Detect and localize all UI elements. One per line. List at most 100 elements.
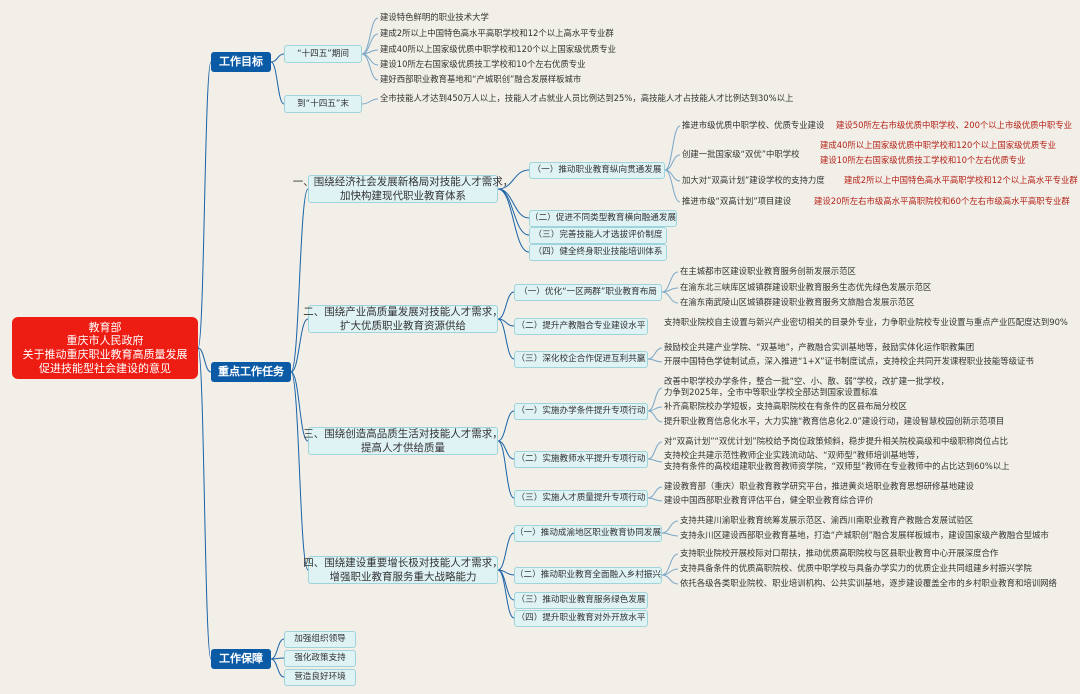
task-2-leaf: 开展中国特色学徒制试点，深入推进“1+X”证书制度试点，支持校企共同开发课程职业… <box>664 356 1034 366</box>
support-item-2: 强化政策支持 <box>284 650 356 667</box>
task-2-title: 二、围绕产业高质量发展对技能人才需求， 扩大优质职业教育资源供给 <box>303 305 503 333</box>
task-3-leaf-line: 改善中职学校办学条件，整合一批“空、小、散、弱”学校，改扩建一批学校， <box>664 376 950 386</box>
goal-item: 建成40所以上国家级优质中职学校和120个以上国家级优质专业 <box>380 44 617 54</box>
task-3-title-line-2: 提高人才供给质量 <box>361 442 445 454</box>
task-3-leaf: 改善中职学校办学条件，整合一批“空、小、散、弱”学校，改扩建一批学校， 力争到2… <box>664 376 949 397</box>
connector <box>497 410 515 442</box>
goal-end: 到“十四五”末 <box>284 95 362 113</box>
connector <box>497 188 530 236</box>
task-4-leaf: 支持职业院校开展校际对口帮扶，推动优质高职院校与区县职业教育中心开展深度合作 <box>680 548 999 558</box>
task-3-sub-3: （三）实施人才质量提升专项行动 <box>514 490 648 507</box>
task-1-target: 建设50所左右市级优质中职学校、200个以上市级优质中职专业 <box>836 120 1073 130</box>
connector <box>197 347 212 373</box>
connector <box>197 61 212 349</box>
connector <box>647 441 663 460</box>
connector <box>661 520 679 534</box>
task-4-sub-3: （三）推动职业教育服务绿色发展 <box>514 592 648 609</box>
root-line-3: 关于推动重庆职业教育高质量发展 <box>22 348 188 361</box>
goal-item: 建设特色鲜明的职业技术大学 <box>380 12 489 22</box>
support-item-1: 加强组织领导 <box>284 631 356 648</box>
connector <box>270 61 285 105</box>
task-4-title-line-1: 四、围绕建设重要增长极对技能人才需求， <box>303 556 503 569</box>
task-1-sub-3: （三）完善技能人才选拔评价制度 <box>529 227 667 244</box>
task-3-title: 三、围绕创造高品质生活对技能人才需求， 提高人才供给质量 <box>303 427 503 455</box>
task-1-target: 建设10所左右国家级优质技工学校和10个左右优质专业 <box>820 155 1026 165</box>
connector <box>647 486 663 499</box>
task-3-title-line-1: 三、围绕创造高品质生活对技能人才需求， <box>303 427 503 440</box>
connector <box>647 458 663 463</box>
connector <box>361 17 379 55</box>
branch-goals: 工作目标 <box>211 52 271 72</box>
connector <box>497 291 515 320</box>
task-3-sub-2: （二）实施教师水平提升专项行动 <box>514 451 648 468</box>
connector <box>497 188 530 219</box>
connector <box>647 347 663 360</box>
support-item-3: 营造良好环境 <box>284 669 356 686</box>
task-1-title: 一、围绕经济社会发展新格局对技能人才需求， 加快构建现代职业教育体系 <box>293 175 513 203</box>
task-4-leaf: 依托各级各类职业院校、职业培训机构、公共实训基地，逐步建设覆盖全市的乡村职业教育… <box>680 578 1057 588</box>
connector <box>290 371 309 442</box>
task-4-sub-1: （一）推动成渝地区职业教育协同发展 <box>514 525 662 542</box>
connector <box>664 154 681 171</box>
task-4-leaf: 支持共建川渝职业教育统筹发展示范区、渝西川南职业教育产教融合发展试验区 <box>680 515 974 525</box>
task-1-target: 建设20所左右市级高水平高职院校和60个左右市级高水平高职专业群 <box>814 196 1070 206</box>
branch-tasks: 重点工作任务 <box>211 362 291 382</box>
connector <box>361 98 379 105</box>
connector <box>361 53 379 81</box>
task-3-leaf-line: 支持有条件的高校组建职业教育教师资学院，“双师型”教师在专业教师中的占比达到60… <box>664 460 1010 471</box>
task-2-leaf: 鼓励校企共建产业学院、“双基地”，产教融合实训基地等，鼓励实体化运作职教集团 <box>664 342 975 352</box>
connector <box>647 358 663 363</box>
task-2-title-line-1: 二、围绕产业高质量发展对技能人才需求， <box>303 305 503 318</box>
task-3-leaf-line: 支持校企共建示范性教师企业实践流动站、“双师型”教师培训基地等， <box>664 450 924 460</box>
task-3-leaf: 建设教育部（重庆）职业教育教学研究平台，推进黄炎培职业教育思想研修基地建设 <box>664 481 974 491</box>
connector <box>661 291 679 304</box>
task-4-title-line-2: 增强职业教育服务重大战略能力 <box>329 571 477 583</box>
connector <box>290 371 309 571</box>
task-1-detail: 推进市级优质中职学校、优质专业建设 <box>682 120 825 130</box>
task-2-leaf: 在主城都市区建设职业教育服务创新发展示范区 <box>680 266 856 276</box>
task-1-title-line-2: 加快构建现代职业教育体系 <box>340 190 466 202</box>
connector <box>197 347 212 660</box>
task-2-sub-1: （一）优化“一区两群”职业教育布局 <box>514 284 662 301</box>
task-2-title-line-2: 扩大优质职业教育资源供给 <box>340 320 466 332</box>
task-3-sub-1: （一）实施办学条件提升专项行动 <box>514 403 648 420</box>
task-3-leaf: 提升职业教育信息化水平，大力实施“教育信息化2.0”建设行动，建设智慧校园创新示… <box>664 416 1005 426</box>
task-2-leaf: 支持职业院校自主设置与新兴产业密切相关的目录外专业，力争职业院校专业设置与重点产… <box>664 317 1068 327</box>
connector <box>497 532 515 571</box>
task-1-target: 建成40所以上国家级优质中职学校和120个以上国家级优质专业 <box>820 140 1057 150</box>
task-4-sub-2: （二）推动职业教育全面融入乡村振兴 <box>514 567 662 584</box>
task-3-leaf: 对“双高计划”“双优计划”院校给予岗位政策倾斜，稳步提升相关院校高级和中级职称岗… <box>664 436 1008 446</box>
connector <box>270 53 285 63</box>
connector <box>497 318 515 360</box>
connector <box>661 574 679 585</box>
goal-item: 建设10所左右国家级优质技工学校和10个左右优质专业 <box>380 59 586 69</box>
goal-period: “十四五”期间 <box>284 45 362 63</box>
task-3-leaf: 建设中国西部职业教育评估平台，健全职业教育综合评价 <box>664 495 874 505</box>
task-1-sub-2: （二）促进不同类型教育横向融通发展 <box>529 210 677 227</box>
root-line-4: 促进技能型社会建设的意见 <box>39 361 171 375</box>
goal-end-item: 全市技能人才达到450万人以上，技能人才占就业人员比例达到25%，高技能人才占技… <box>380 93 794 103</box>
root-line-1: 教育部 <box>88 320 122 334</box>
task-1-target: 建成2所以上中国特色高水平高职学校和12个以上高水平专业群 <box>844 175 1078 185</box>
task-1-sub-1: （一）推动职业教育纵向贯通发展 <box>529 162 665 179</box>
connector <box>661 287 679 293</box>
task-1-sub-4: （四）健全终身职业技能培训体系 <box>529 244 667 261</box>
task-1-detail: 推进市级“双高计划”项目建设 <box>682 196 792 206</box>
task-1-detail: 加大对“双高计划”建设学校的支持力度 <box>682 175 825 185</box>
task-4-sub-4: （四）提升职业教育对外开放水平 <box>514 610 648 627</box>
connector <box>497 169 530 190</box>
goal-item: 建成2所以上中国特色高水平高职学校和12个以上高水平专业群 <box>380 28 614 38</box>
connector <box>661 271 679 293</box>
connector <box>497 569 515 619</box>
connector <box>647 497 663 502</box>
connector <box>290 188 309 373</box>
connector <box>664 169 681 203</box>
task-2-leaf: 在渝东南武陵山区城镇群建设职业教育服务文旅融合发展示范区 <box>680 297 915 307</box>
connector <box>647 406 663 412</box>
connector <box>661 532 679 537</box>
task-3-leaf: 支持校企共建示范性教师企业实践流动站、“双师型”教师培训基地等， 支持有条件的高… <box>664 450 1010 471</box>
task-3-leaf-line: 力争到2025年，全市中等职业学校全部达到国家设置标准 <box>664 386 878 397</box>
goal-item: 建好西部职业教育基地和“产城职创”融合发展样板城市 <box>380 74 582 84</box>
connector <box>290 318 309 373</box>
